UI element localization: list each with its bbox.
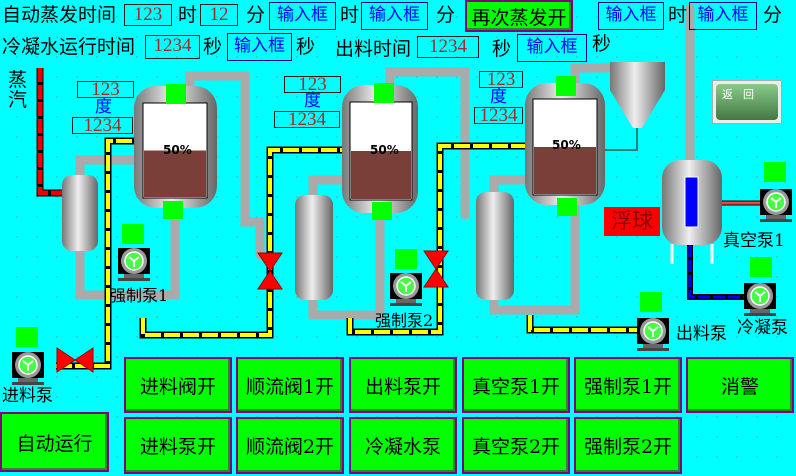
hour-unit: 时 xyxy=(178,4,198,26)
re-evap-hour-input[interactable]: 输入框 xyxy=(598,2,664,30)
downstream-valve1-open-button[interactable]: 顺流阀1开 xyxy=(236,357,344,413)
steam-label: 蒸汽 xyxy=(8,69,28,111)
vessel3-unit: 度 xyxy=(490,87,507,107)
discharge-pump-label: 出料泵 xyxy=(676,324,727,344)
back-char2: 回 xyxy=(743,88,754,101)
vessel-liquid-level xyxy=(144,150,206,197)
re-evap-min-input[interactable]: 输入框 xyxy=(689,2,757,30)
condense-pump-label: 冷凝泵 xyxy=(737,318,788,338)
float-indicator: 浮球 xyxy=(604,207,660,236)
cond-sec-input[interactable]: 输入框 xyxy=(227,33,292,61)
vessel2-value2: 1234 xyxy=(274,110,340,129)
feed-valve-open-button[interactable]: 进料阀开 xyxy=(124,357,232,413)
evap-time-label: 自动蒸发时间 xyxy=(2,4,117,26)
auto-run-button[interactable]: 自动运行 xyxy=(0,412,109,472)
sec-unit: 秒 xyxy=(492,38,512,60)
vessel3-temp: 123 xyxy=(479,70,523,89)
vessel3-level-text: 50% xyxy=(552,138,581,152)
re-evaporate-button[interactable]: 再次蒸发开 xyxy=(465,0,573,32)
min-unit: 分 xyxy=(436,4,456,26)
sec-unit: 秒 xyxy=(203,36,223,58)
min-unit: 分 xyxy=(246,4,266,26)
feed-pump-label: 进料泵 xyxy=(2,386,53,406)
sec-unit: 秒 xyxy=(296,36,316,58)
discharge-sec-value: 1234 xyxy=(417,36,479,58)
back-char1: 返 xyxy=(722,88,733,101)
discharge-time-label: 出料时间 xyxy=(335,38,412,60)
force-pump2-open-button[interactable]: 强制泵2开 xyxy=(574,417,682,474)
vessel2-level-text: 50% xyxy=(370,143,399,157)
sec-unit: 秒 xyxy=(592,33,612,55)
vessel1-level-text: 50% xyxy=(163,143,192,157)
hour-unit: 时 xyxy=(668,4,688,26)
vacuum-pump2-open-button[interactable]: 真空泵2开 xyxy=(462,417,570,474)
back-button[interactable]: 返回 xyxy=(712,80,782,124)
min-unit: 分 xyxy=(763,4,783,26)
cond-time-label: 冷凝水运行时间 xyxy=(2,36,136,58)
vessel2-unit: 度 xyxy=(304,91,321,111)
evap-min-value: 12 xyxy=(200,4,238,26)
clear-alarm-button[interactable]: 消警 xyxy=(686,357,794,413)
discharge-pump-open-button[interactable]: 出料泵开 xyxy=(349,357,457,413)
vacuum-pump1-label: 真空泵1 xyxy=(723,231,785,251)
evap-hour-value: 123 xyxy=(124,4,172,26)
vessel1-value2: 1234 xyxy=(72,116,133,135)
vacuum-pump1-open-button[interactable]: 真空泵1开 xyxy=(462,357,570,413)
discharge-sec-input[interactable]: 输入框 xyxy=(517,34,587,62)
downstream-valve2-open-button[interactable]: 顺流阀2开 xyxy=(236,417,344,474)
vessel1-temp: 123 xyxy=(77,80,134,99)
vessel1-unit: 度 xyxy=(95,97,112,117)
force-pump1-open-button[interactable]: 强制泵1开 xyxy=(574,357,682,413)
back-key-icon: 返回 xyxy=(716,84,778,120)
vessel-liquid-level xyxy=(534,147,596,194)
vessel2-temp: 123 xyxy=(284,75,341,94)
vessel-liquid-level xyxy=(351,151,411,199)
force-pump1-label: 强制泵1 xyxy=(110,286,169,305)
condensate-pump-button[interactable]: 冷凝水泵 xyxy=(349,417,457,474)
force-pump2-label: 强制泵2 xyxy=(375,311,434,330)
cond-sec-value: 1234 xyxy=(145,35,200,59)
hour-unit: 时 xyxy=(340,4,360,26)
feed-pump-open-button[interactable]: 进料泵开 xyxy=(124,417,232,474)
vessel3-value2: 1234 xyxy=(474,106,523,125)
evap-min-input[interactable]: 输入框 xyxy=(361,2,428,30)
evap-hour-input[interactable]: 输入框 xyxy=(269,2,336,30)
